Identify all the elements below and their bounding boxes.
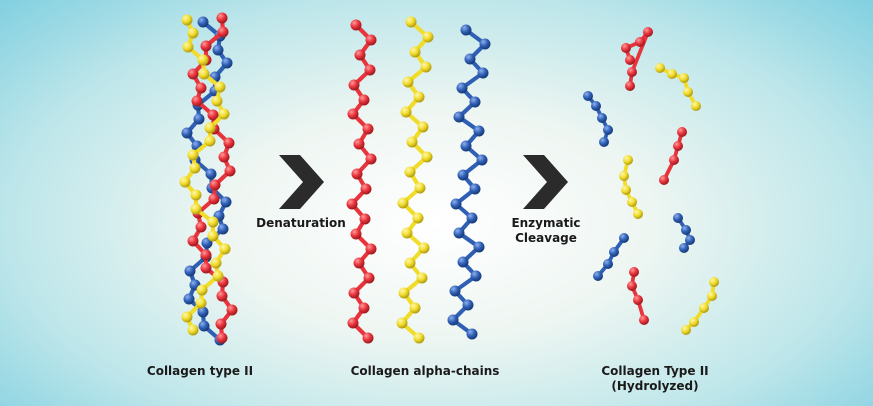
peptide-fragment-red (621, 27, 653, 91)
hydrolyzed-label-line2: (Hydrolyzed) (611, 379, 699, 393)
peptide-fragment-yellow (655, 63, 701, 111)
hydrolyzed-fragments-group (583, 27, 719, 335)
peptide-fragment-blue (583, 91, 613, 147)
alpha-chain-red (187, 12, 238, 344)
peptide-fragment-yellow (681, 277, 719, 335)
alpha-chain-blue (447, 24, 491, 340)
peptide-fragment-blue (673, 213, 695, 253)
denaturation-label: Denaturation (256, 216, 346, 230)
native-collagen-label: Collagen type II (146, 364, 254, 378)
alpha-chain-red (346, 19, 377, 344)
peptide-fragment-red (659, 127, 687, 185)
chevron-right-icon (523, 155, 568, 209)
collagen-alpha-chains-group (346, 16, 491, 344)
alpha-chain-yellow (396, 16, 434, 344)
cleavage-label-line2: Cleavage (515, 231, 577, 245)
cleavage-label-line1: Enzymatic (511, 216, 581, 230)
chevron-right-icon (279, 155, 324, 209)
alpha-chain-yellow (179, 14, 231, 336)
enzymatic-cleavage-label: Enzymatic Cleavage (495, 216, 597, 246)
peptide-fragment-blue (593, 233, 629, 281)
alpha-chains-label: Collagen alpha-chains (350, 364, 500, 378)
hydrolyzed-label-line1: Collagen Type II (601, 364, 709, 378)
hydrolyzed-collagen-label: Collagen Type II (Hydrolyzed) (595, 364, 715, 394)
collagen-triple-helix (179, 12, 238, 346)
peptide-fragment-yellow (619, 155, 643, 219)
peptide-fragment-red (627, 267, 649, 325)
